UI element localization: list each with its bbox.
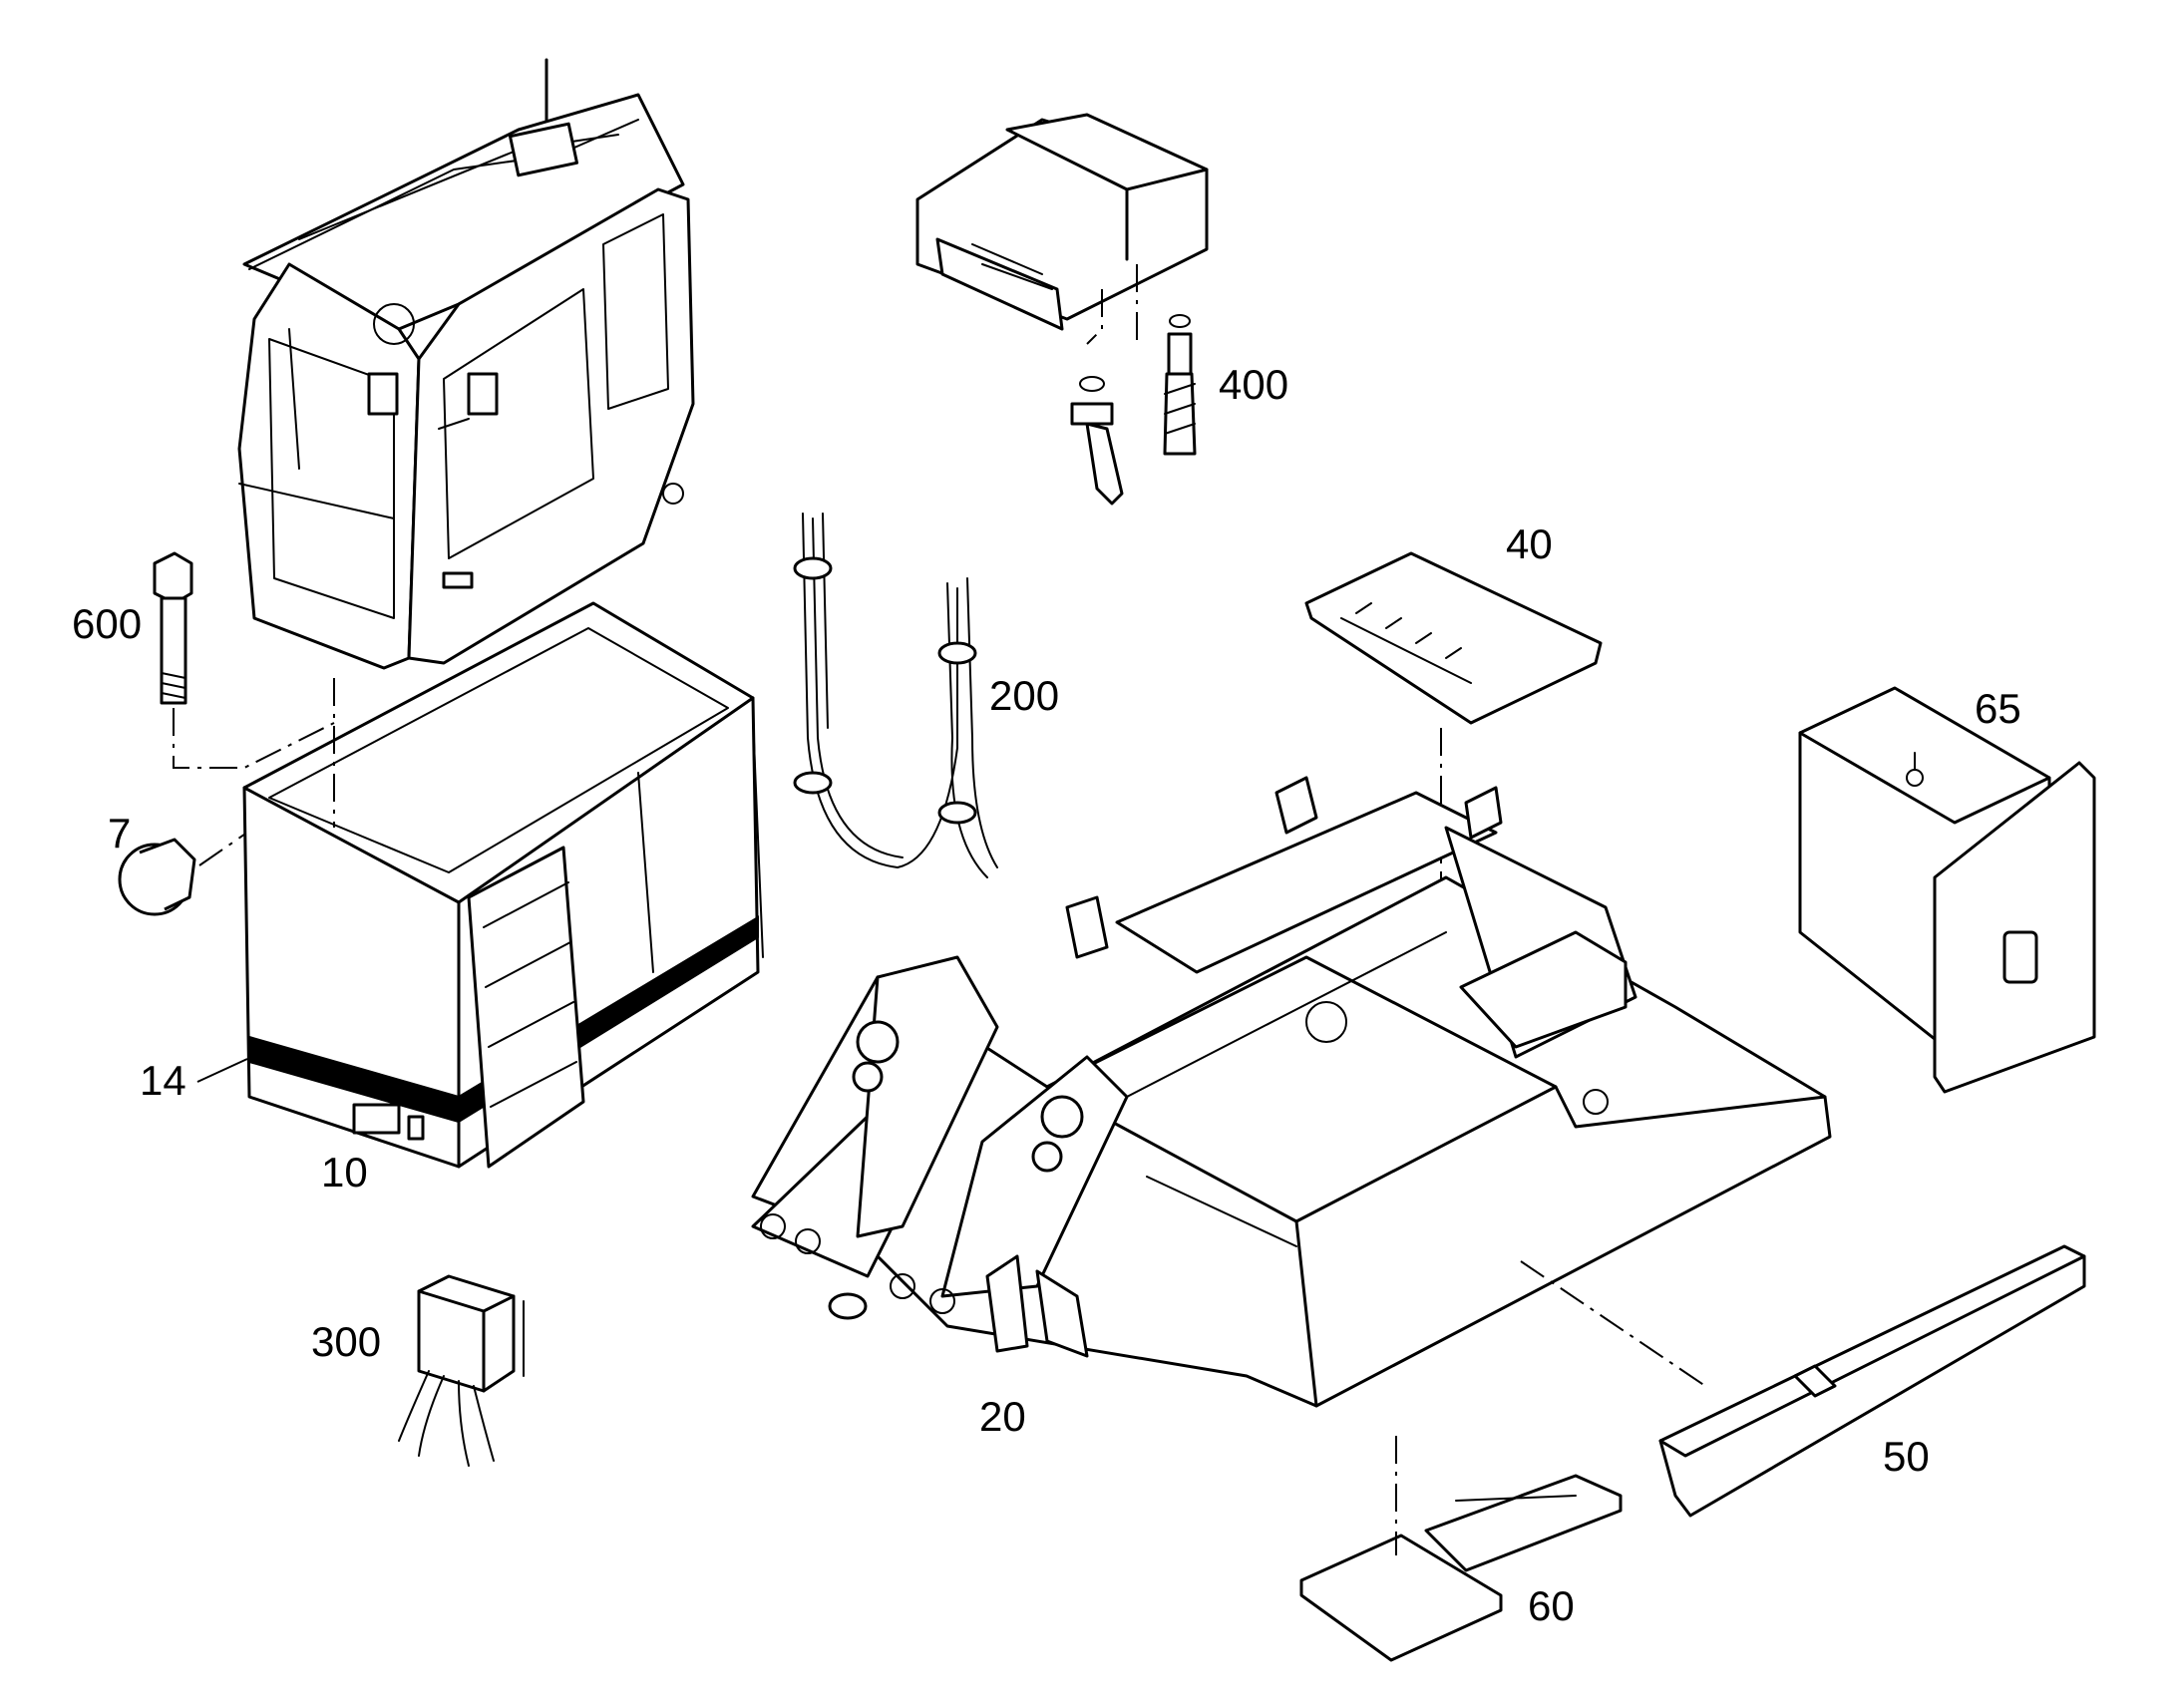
knob: [118, 827, 255, 916]
junction-box: [398, 1274, 525, 1467]
part-labels: 600 7 14 10 300 200 400 40 65 20 50 60: [72, 361, 2021, 1629]
bolt: [153, 551, 335, 769]
label-7: 7: [108, 810, 131, 856]
side-rail: [1520, 1244, 2086, 1518]
label-50: 50: [1883, 1433, 1930, 1480]
label-200: 200: [989, 672, 1059, 719]
main-frame: [751, 776, 1832, 1408]
label-40: 40: [1506, 520, 1553, 567]
control-unit: [915, 113, 1209, 506]
cab-base: [242, 601, 764, 1169]
operator-cab: [237, 58, 695, 670]
access-covers: [1299, 1436, 1623, 1662]
tool-box: [1798, 686, 2096, 1094]
label-14: 14: [140, 1057, 186, 1104]
label-20: 20: [979, 1393, 1026, 1440]
label-300: 300: [311, 1318, 381, 1365]
label-400: 400: [1219, 361, 1288, 408]
wiring-harness: [793, 512, 998, 878]
leader-14: [196, 1058, 248, 1083]
label-10: 10: [321, 1149, 368, 1196]
label-65: 65: [1975, 685, 2021, 732]
label-60: 60: [1528, 1582, 1575, 1629]
label-600: 600: [72, 600, 142, 647]
